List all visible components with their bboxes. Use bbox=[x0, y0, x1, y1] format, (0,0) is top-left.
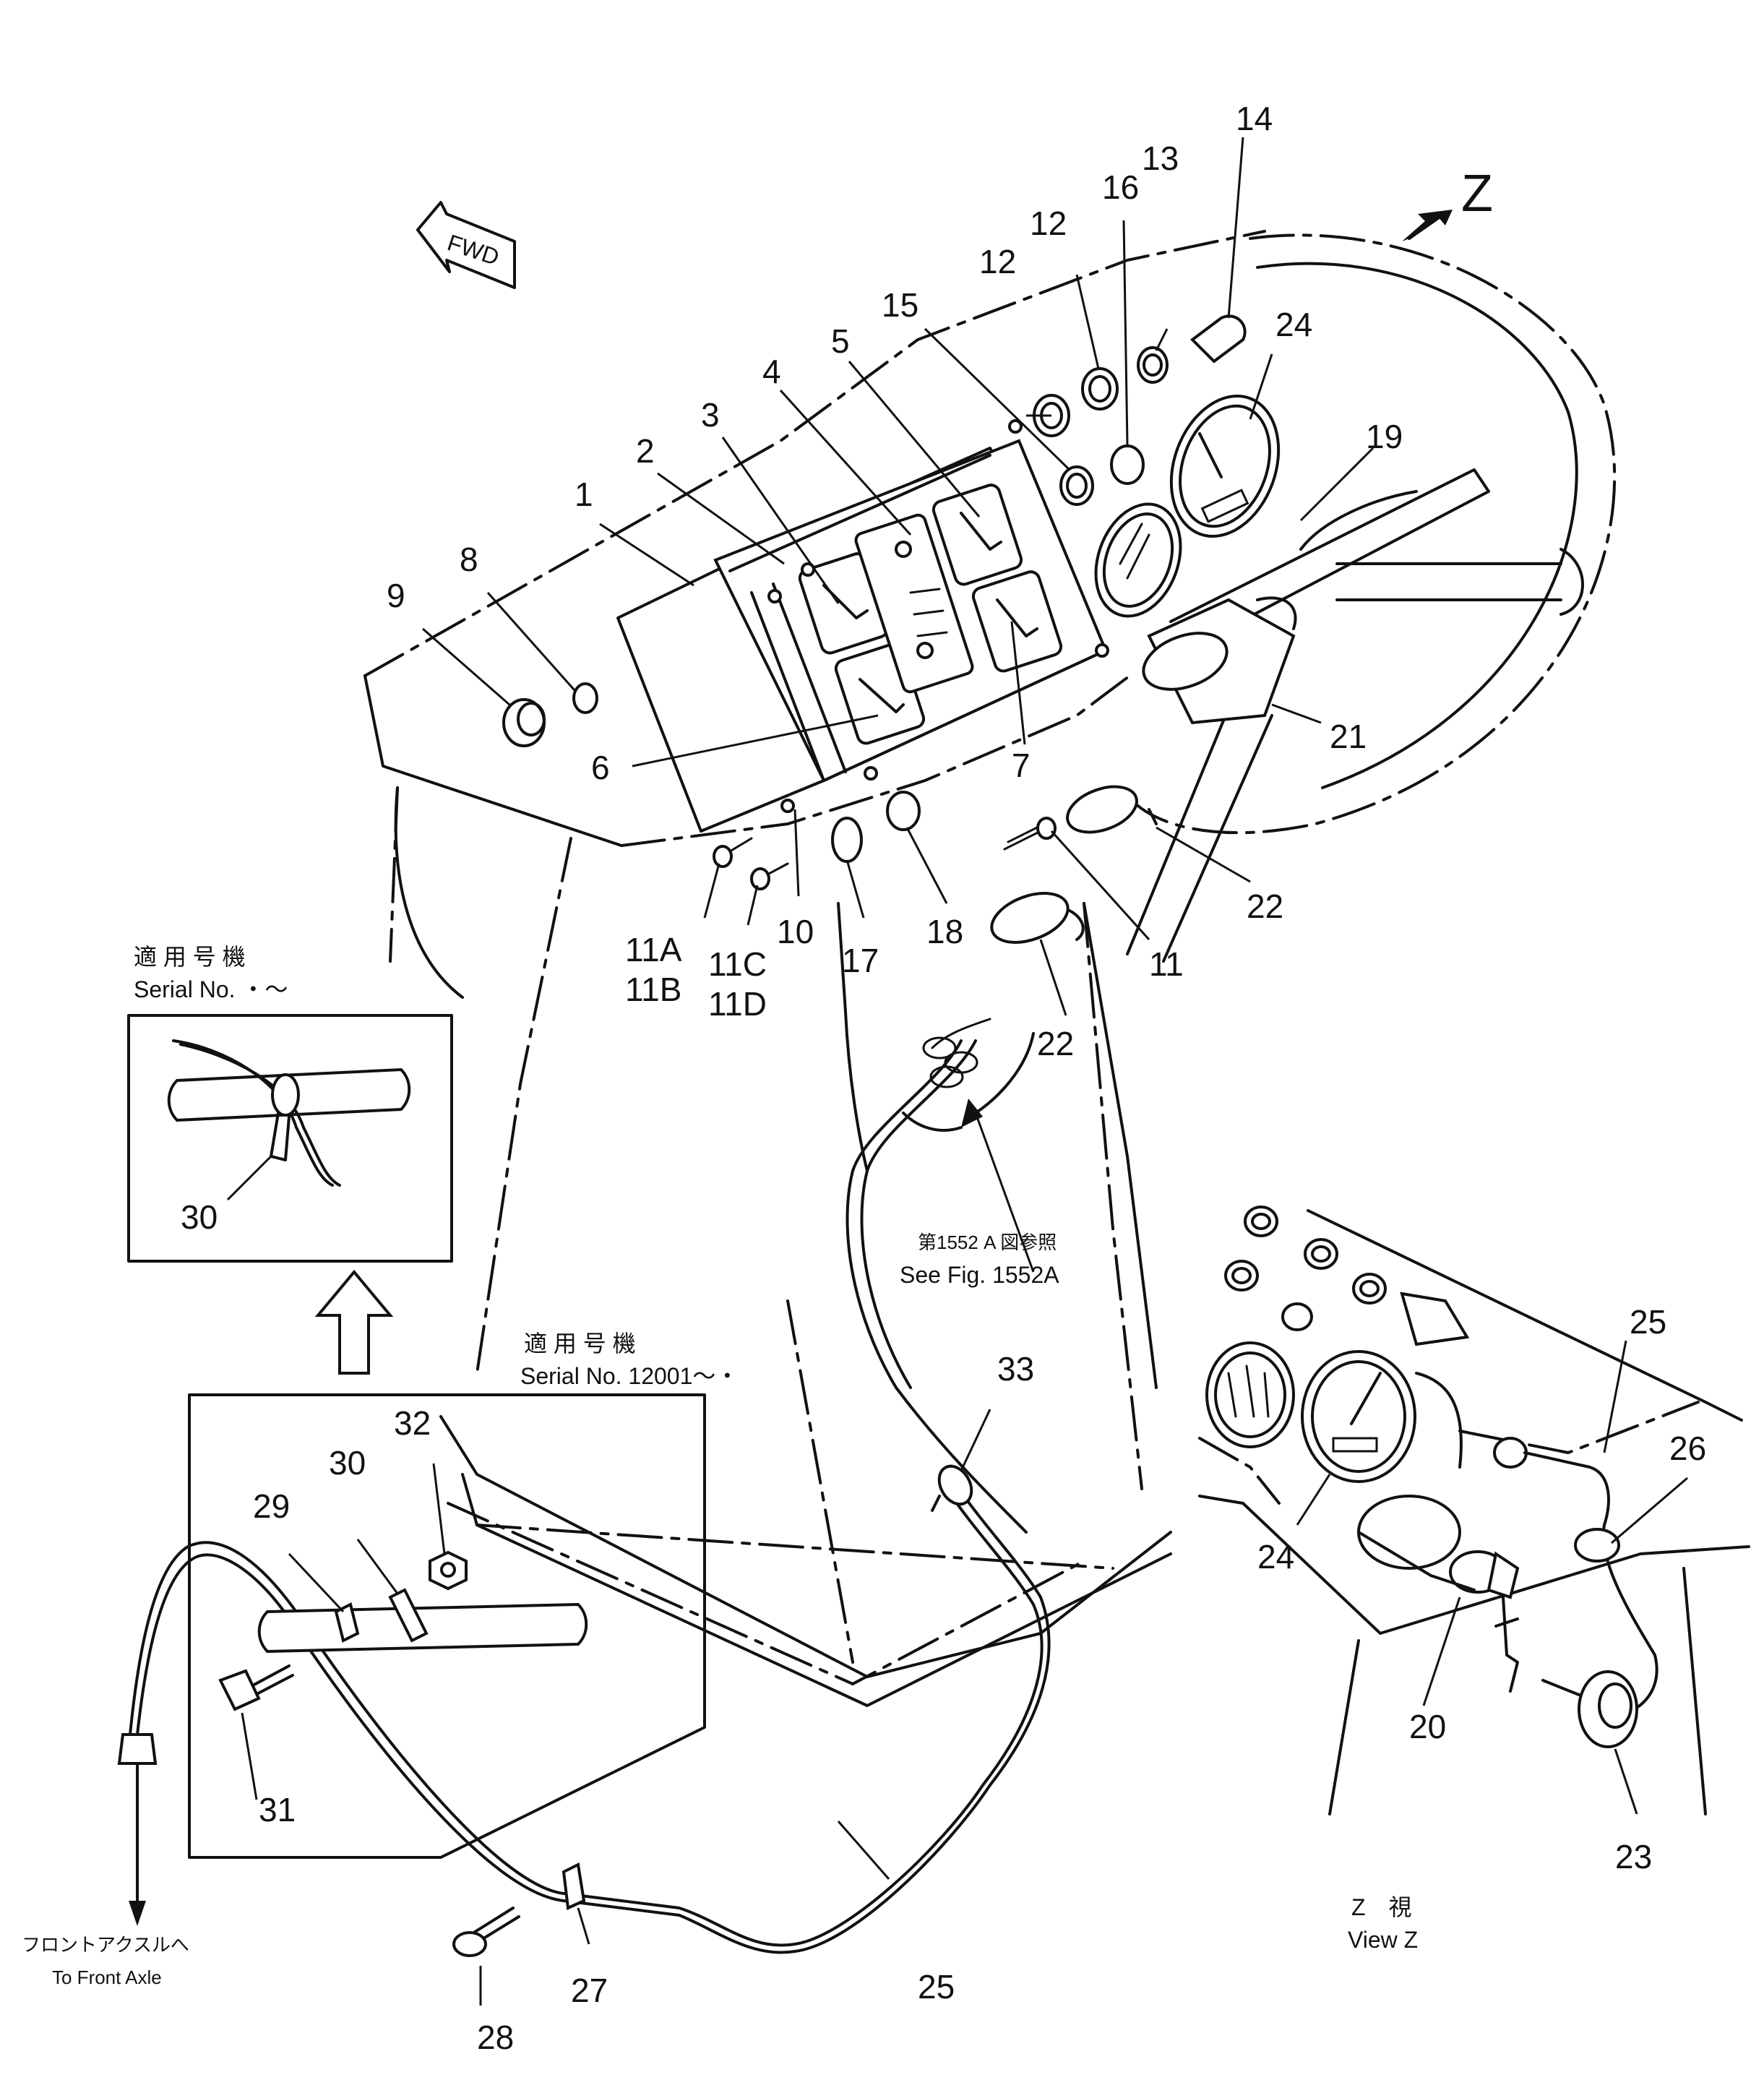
callout: 30 bbox=[181, 1198, 218, 1236]
callout: 25 bbox=[1630, 1303, 1666, 1341]
view-z-detail bbox=[1198, 1205, 1750, 1815]
callout: 20 bbox=[1409, 1708, 1446, 1745]
callout: 14 bbox=[1236, 100, 1273, 137]
fwd-arrow: FWD bbox=[416, 201, 516, 289]
speedometer-cable bbox=[129, 1487, 1044, 1947]
callout-labels: 1 2 3 4 5 6 7 8 9 10 11 11A 11B 11C 11D … bbox=[181, 100, 1706, 2056]
callout: 6 bbox=[591, 749, 610, 786]
callout: 2 bbox=[636, 432, 655, 470]
callout: 23 bbox=[1615, 1838, 1652, 1875]
steering-wheel bbox=[1126, 233, 1617, 835]
callout: 10 bbox=[777, 913, 814, 950]
see-fig-jp: 第1552 A 図参照 bbox=[918, 1232, 1057, 1253]
callout: 22 bbox=[1037, 1025, 1074, 1062]
callout: 15 bbox=[882, 286, 918, 324]
callout: 32 bbox=[394, 1404, 431, 1442]
gauges-and-lamps bbox=[502, 314, 1281, 890]
inset-lower bbox=[188, 1393, 706, 1859]
callout: 11A bbox=[625, 931, 682, 968]
callout: 11C bbox=[708, 945, 767, 983]
callout: 24 bbox=[1257, 1538, 1294, 1576]
see-fig-en: See Fig. 1552A bbox=[900, 1262, 1059, 1288]
callout: 1 bbox=[575, 476, 593, 513]
front-axle-jp: フロントアクスルへ bbox=[22, 1934, 189, 1956]
inset-upper-serial-jp: 適 用 号 機 bbox=[134, 944, 246, 970]
callout: 27 bbox=[571, 1972, 608, 2009]
callout: 11D bbox=[708, 985, 767, 1023]
callout: 3 bbox=[701, 396, 720, 434]
wire-harness bbox=[117, 902, 1051, 1957]
callout: 26 bbox=[1669, 1430, 1706, 1467]
pilot-lamp bbox=[1081, 367, 1119, 411]
callout: 13 bbox=[1142, 139, 1179, 177]
indicator-lamp bbox=[1110, 444, 1145, 485]
console-body bbox=[363, 230, 1266, 1707]
leader-lines bbox=[241, 137, 1688, 2006]
pilot-lamp bbox=[1059, 465, 1094, 506]
inset-upper-serial-en: Serial No. ・～ bbox=[134, 976, 288, 1002]
pilot-lamp bbox=[1137, 346, 1169, 384]
callout: 22 bbox=[1247, 888, 1283, 925]
callout: 8 bbox=[460, 541, 478, 578]
steering-column bbox=[990, 596, 1297, 963]
callout: 19 bbox=[1366, 418, 1403, 455]
callout: 33 bbox=[997, 1350, 1034, 1388]
view-z-arrow: Z bbox=[1402, 165, 1493, 241]
cigar-lighter bbox=[1189, 314, 1247, 364]
tachometer-gauge bbox=[1169, 395, 1281, 538]
callout: 18 bbox=[926, 913, 963, 950]
callout: 24 bbox=[1275, 306, 1312, 343]
inset-upper bbox=[127, 1014, 453, 1263]
callout: 12 bbox=[979, 243, 1016, 280]
front-axle-en: To Front Axle bbox=[52, 1967, 162, 1988]
callout: 7 bbox=[1012, 747, 1031, 784]
view-z-en: View Z bbox=[1348, 1927, 1418, 1953]
callout: 28 bbox=[477, 2019, 514, 2056]
callout: 16 bbox=[1102, 168, 1139, 206]
view-z-jp: Z 視 bbox=[1351, 1894, 1412, 1920]
callout: 21 bbox=[1330, 718, 1367, 755]
notes: 適 用 号 機 Serial No. ・～ 適 用 号 機 Serial No.… bbox=[22, 944, 1418, 1988]
callout: 4 bbox=[762, 353, 781, 390]
callout: 11B bbox=[625, 971, 681, 1008]
callout: 17 bbox=[842, 942, 879, 979]
callout: 30 bbox=[329, 1444, 366, 1482]
inset-lower-serial-jp: 適 用 号 機 bbox=[524, 1331, 636, 1357]
callout: 31 bbox=[259, 1791, 296, 1828]
inset-lower-serial-en: Serial No. 12001～・ bbox=[520, 1363, 739, 1389]
callout: 9 bbox=[387, 577, 405, 614]
callout: 5 bbox=[831, 322, 850, 360]
view-z-letter: Z bbox=[1461, 165, 1493, 223]
up-arrow bbox=[314, 1269, 394, 1375]
callout: 25 bbox=[918, 1968, 955, 2006]
callout: 29 bbox=[253, 1487, 290, 1525]
lamp-18 bbox=[886, 791, 921, 831]
callout: 11 bbox=[1149, 945, 1184, 983]
toggle-switch bbox=[831, 817, 863, 863]
callout: 12 bbox=[1030, 205, 1067, 242]
